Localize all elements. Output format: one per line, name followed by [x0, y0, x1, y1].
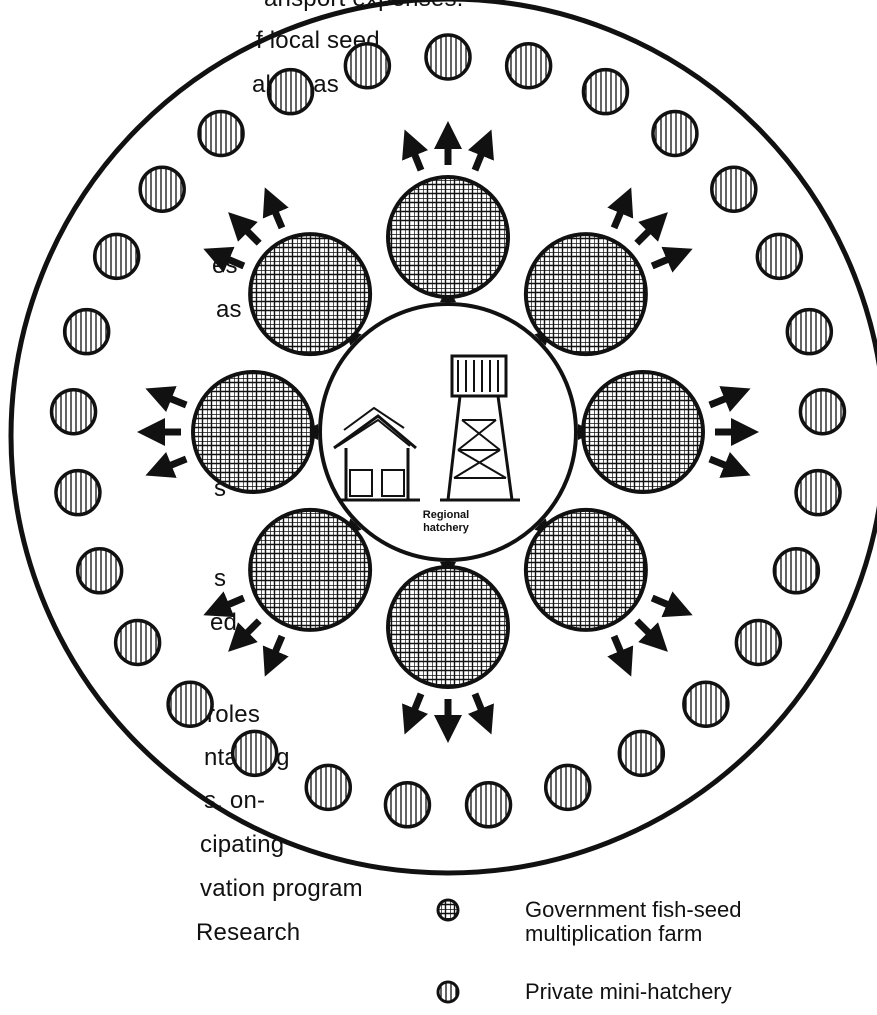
private-mini-hatchery [49, 387, 98, 436]
distribution-arrow [402, 129, 429, 172]
distribution-arrow [262, 634, 289, 677]
side-text-line: s [214, 475, 227, 502]
distribution-arrow [228, 212, 262, 246]
side-text-line: s [214, 565, 227, 592]
private-mini-hatchery [785, 307, 834, 356]
distribution-arrow [467, 692, 494, 735]
private-mini-hatchery [794, 468, 842, 517]
outer-boundary [8, 0, 877, 876]
distribution-arrow [402, 692, 429, 735]
distribution-arrow [634, 618, 668, 652]
private-mini-hatchery [383, 781, 432, 829]
distribution-arrow [634, 212, 668, 246]
distribution-arrow [262, 187, 289, 230]
private-mini-hatchery [581, 67, 630, 116]
government-farm [386, 565, 510, 689]
legend-private-symbol [436, 980, 460, 1004]
center-label-line2: hatchery [423, 522, 470, 534]
distribution-arrow [228, 618, 262, 652]
legend-private: Private mini-hatchery [525, 979, 732, 1004]
private-mini-hatchery [798, 387, 847, 436]
private-mini-hatchery [617, 729, 666, 778]
legend-government-symbol [436, 898, 460, 922]
government-farm [386, 175, 510, 299]
private-mini-hatchery [734, 618, 783, 667]
private-mini-hatchery [113, 618, 162, 667]
private-mini-hatchery [543, 763, 592, 812]
private-mini-hatchery [75, 547, 124, 595]
distribution-arrow [708, 451, 751, 478]
private-mini-hatchery [138, 165, 186, 213]
side-text-line: s, on- [204, 787, 266, 814]
legend-government: Government fish-seed multiplication farm [525, 898, 741, 946]
distribution-arrow [607, 634, 634, 677]
distribution-arrow [650, 591, 693, 618]
private-mini-hatchery [504, 42, 553, 90]
private-mini-hatchery [304, 763, 353, 812]
distribution-arrow [467, 129, 494, 172]
private-mini-hatchery [197, 109, 245, 158]
private-mini-hatchery [755, 232, 804, 281]
government-farm [581, 370, 705, 494]
side-text-line: roles [207, 701, 261, 728]
legend-government-line1: Government fish-seed [525, 897, 742, 922]
government-farm [248, 507, 373, 632]
private-mini-hatchery [166, 680, 214, 728]
government-farm [523, 507, 648, 632]
private-mini-hatchery [651, 109, 699, 158]
private-mini-hatchery [230, 729, 279, 778]
private-mini-hatchery [772, 547, 821, 595]
government-farm [523, 232, 648, 357]
side-text-line: vation program [200, 875, 363, 902]
private-mini-hatchery [682, 680, 730, 728]
distribution-arrow [203, 246, 246, 273]
private-mini-hatchery [710, 165, 758, 213]
government-farm [248, 232, 373, 357]
private-mini-hatchery [343, 42, 392, 90]
legend-government-line2: multiplication farm [525, 920, 703, 946]
private-mini-hatchery [54, 468, 102, 517]
distribution-arrow [708, 386, 751, 413]
distribution-arrow [650, 246, 693, 273]
private-mini-hatchery [424, 33, 472, 81]
center-label-line1: Regional [423, 509, 469, 521]
private-mini-hatchery [464, 781, 513, 829]
hatchery-illustration [333, 354, 520, 502]
distribution-arrow [145, 451, 188, 478]
side-text-line: as [216, 296, 242, 323]
private-mini-hatchery [92, 232, 141, 281]
private-mini-hatchery [266, 67, 315, 116]
distribution-arrow [203, 591, 246, 618]
side-text-line: Research [196, 919, 301, 946]
distribution-arrow [145, 386, 188, 413]
distribution-arrow [607, 187, 634, 230]
private-mini-hatchery [62, 307, 111, 356]
government-farm [191, 370, 315, 494]
